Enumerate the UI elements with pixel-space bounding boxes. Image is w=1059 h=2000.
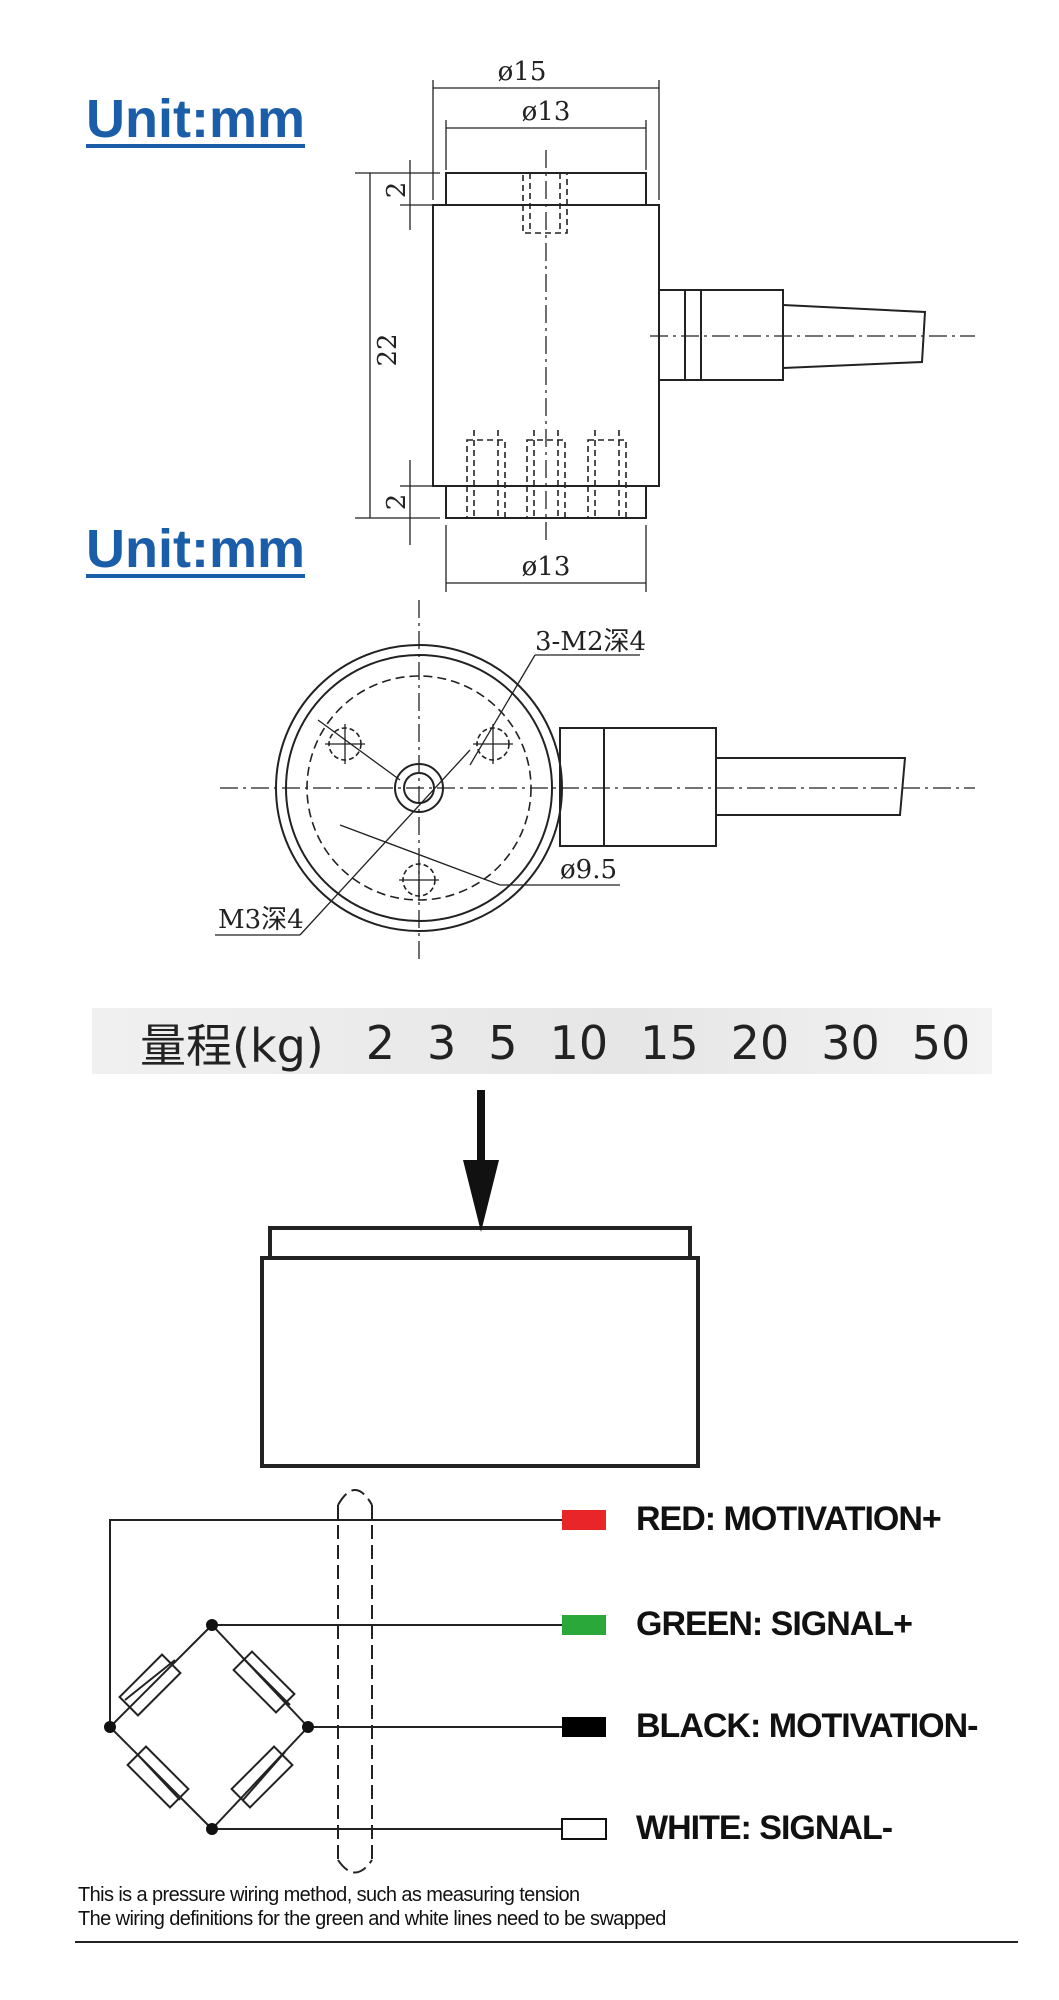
bridge-circuit — [109, 1489, 562, 1874]
range-value: 20 — [730, 1016, 790, 1070]
circle-label-text: ø9.5 — [560, 855, 617, 885]
range-value: 50 — [911, 1016, 971, 1070]
unit-label: Unit:mm — [86, 519, 305, 579]
top-view-drawing — [215, 600, 975, 960]
wire-label-white: WHITE: SIGNAL- — [636, 1809, 893, 1847]
bottom-dia-text: ø13 — [522, 552, 571, 582]
wire-label-black: BLACK: MOTIVATION- — [636, 1707, 978, 1745]
wiring-note: This is a pressure wiring method, such a… — [78, 1884, 580, 1906]
unit-label: Unit:mm — [86, 89, 305, 149]
red-wire-swatch — [562, 1510, 606, 1530]
range-value: 5 — [488, 1016, 518, 1070]
white-wire-swatch — [561, 1818, 607, 1840]
load-cell-front-drawing — [260, 1226, 700, 1468]
range-value: 10 — [549, 1016, 609, 1070]
range-value: 30 — [821, 1016, 880, 1070]
hole-label-text: 3-M2深4 — [535, 627, 646, 657]
outer-dia-text: ø15 — [498, 57, 547, 87]
top-dia-text: ø13 — [522, 97, 571, 127]
range-value: 15 — [640, 1016, 699, 1070]
height-text: 22 — [373, 333, 403, 366]
wire-label-green: GREEN: SIGNAL+ — [636, 1605, 913, 1643]
top-step-text: 2 — [382, 182, 412, 199]
wire-label-red: RED: MOTIVATION+ — [636, 1500, 942, 1538]
bottom-step-text: 2 — [382, 494, 412, 511]
black-wire-swatch — [562, 1717, 606, 1737]
range-value: 2 — [365, 1016, 396, 1070]
range-bar — [92, 1008, 992, 1074]
load-arrow — [463, 1090, 499, 1232]
range-value: 3 — [427, 1016, 457, 1070]
center-label-text: M3深4 — [218, 905, 304, 935]
side-view-drawing — [355, 80, 975, 592]
range-label: 量程(kg) — [140, 1019, 324, 1073]
green-wire-swatch — [562, 1615, 606, 1635]
wiring-note: The wiring definitions for the green and… — [78, 1908, 666, 1930]
range-row: 量程(kg) 2 3 5 10 15 20 30 50 — [140, 1012, 970, 1074]
